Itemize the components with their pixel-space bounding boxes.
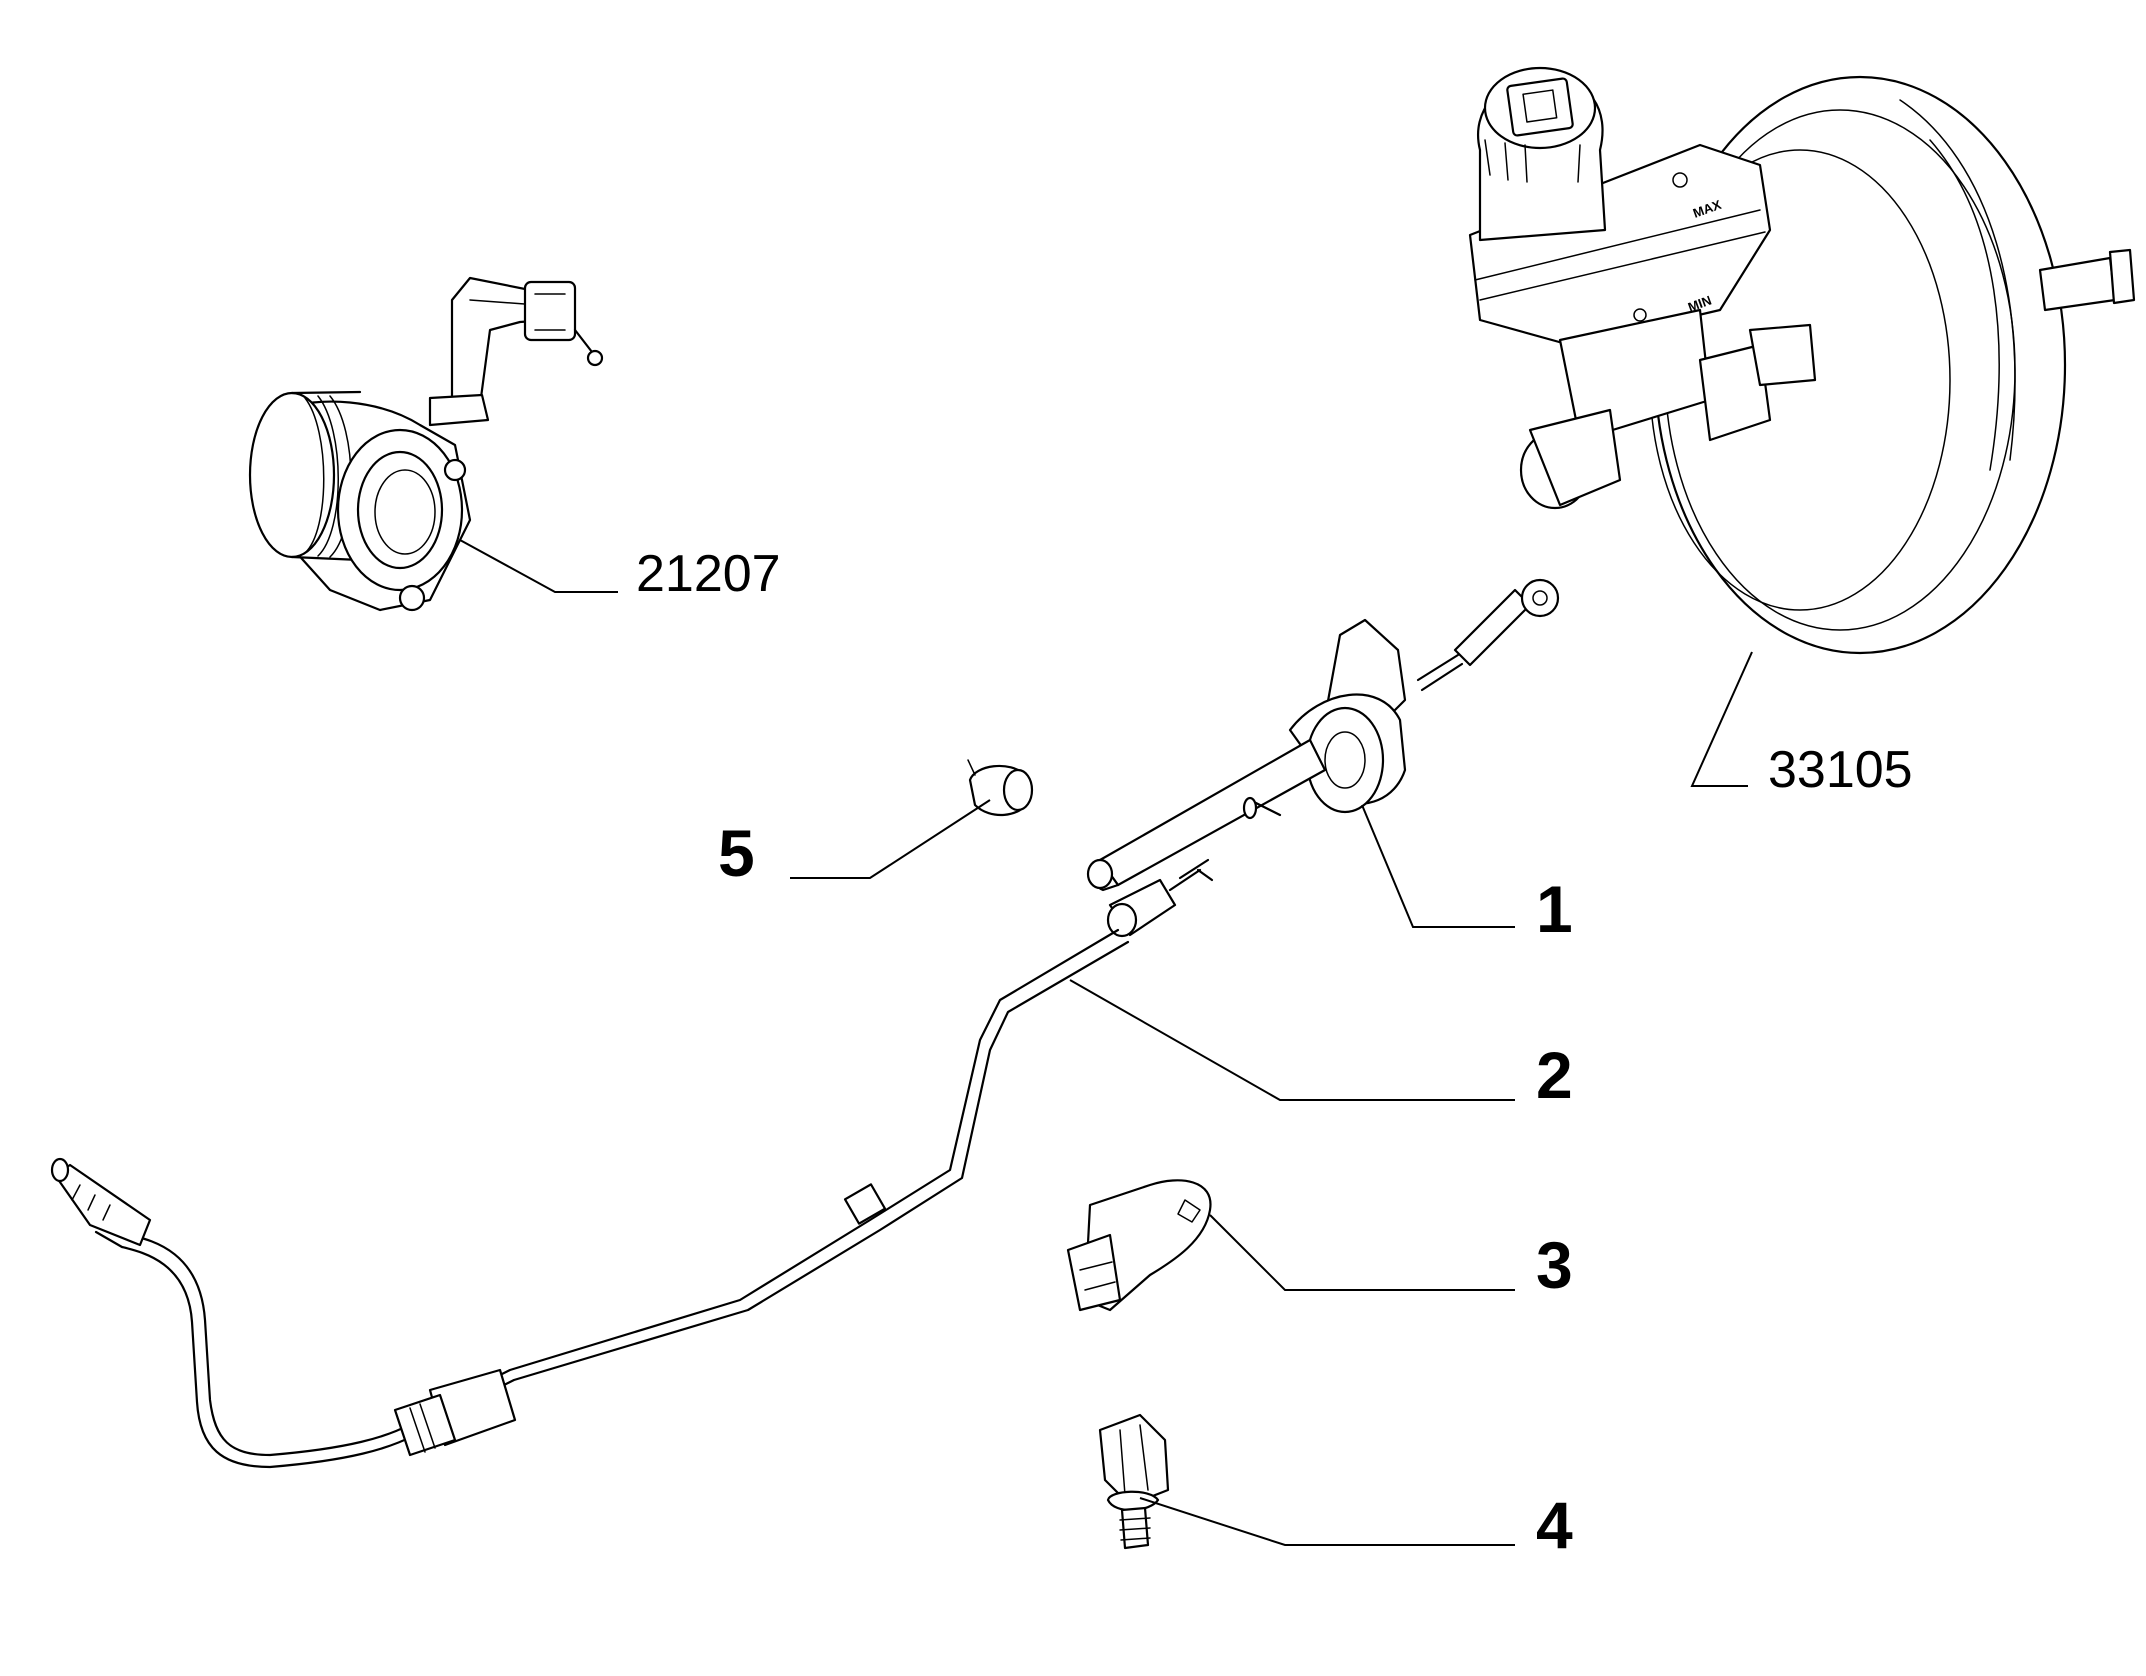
leader-3 xyxy=(1209,1214,1515,1291)
clutch-master-cylinder xyxy=(1086,578,1560,892)
pipe-bracket xyxy=(1066,1179,1212,1312)
callout-5: 5 xyxy=(718,816,755,890)
callout-33105: 33105 xyxy=(1768,741,1913,799)
callout-2: 2 xyxy=(1536,1038,1573,1112)
callout-3: 3 xyxy=(1536,1228,1573,1302)
push-in-fastener xyxy=(1098,1413,1170,1550)
leader-2 xyxy=(1069,979,1515,1101)
leader-33105 xyxy=(1690,651,1753,787)
clip-ring xyxy=(967,759,1034,817)
hydraulic-pipe xyxy=(50,858,1214,1469)
callout-4: 4 xyxy=(1536,1488,1573,1562)
leader-4 xyxy=(1139,1497,1515,1546)
leader-1 xyxy=(1361,804,1515,928)
callout-1: 1 xyxy=(1536,872,1573,946)
leader-lines xyxy=(459,539,1753,1546)
concentric-slave-cylinder xyxy=(248,276,604,612)
callout-21207: 21207 xyxy=(636,545,781,603)
brake-servo-assembly: MAX MIN xyxy=(1468,66,2136,655)
leader-5 xyxy=(790,799,991,879)
leader-21207 xyxy=(459,539,618,593)
